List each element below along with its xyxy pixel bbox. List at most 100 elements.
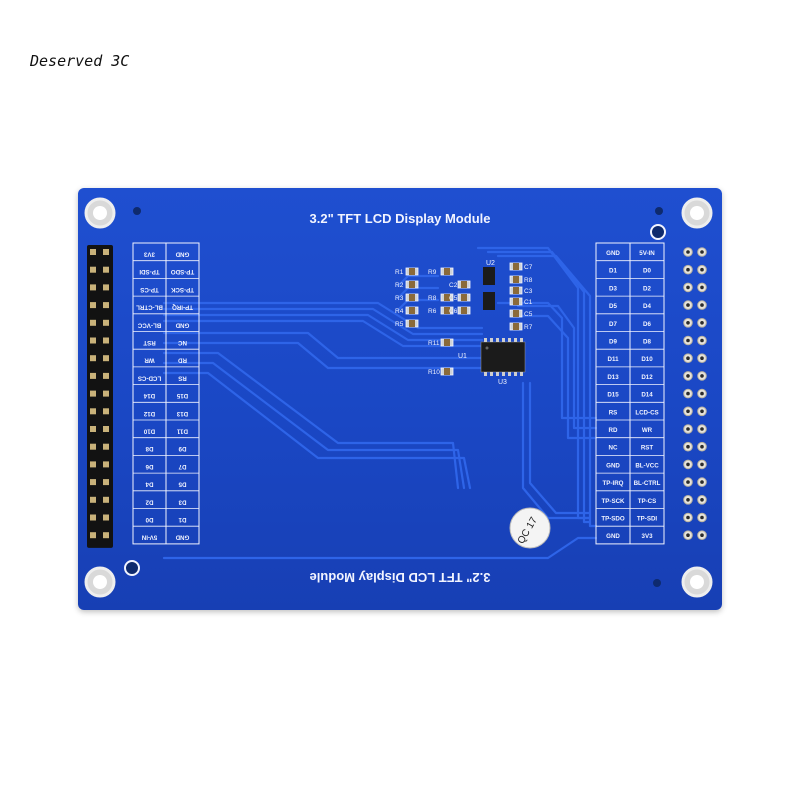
right-pin-label: BL-CTRL — [634, 480, 661, 487]
right-pin-label: RD — [609, 427, 618, 434]
right-pin-label: D3 — [609, 285, 617, 292]
smd-part-label: R8 — [524, 277, 533, 284]
mounting-holes — [84, 197, 713, 598]
smd-part-label: R8 — [428, 295, 437, 302]
left-pin-label: RST — [143, 339, 156, 346]
left-header-pin — [103, 372, 109, 379]
pcb-trace — [162, 341, 484, 370]
left-header-pin — [103, 479, 109, 486]
board-title-top: 3.2" TFT LCD Display Module — [310, 211, 491, 226]
left-pin-label: NC — [178, 339, 187, 346]
left-pin-label: D14 — [143, 392, 155, 399]
chip-u1 — [480, 338, 526, 376]
right-pin-label: D8 — [643, 339, 651, 346]
pcb-artwork: 3.2" TFT LCD Display Module 3.2" TFT LCD… — [84, 197, 713, 598]
left-pin-label: D8 — [145, 445, 153, 452]
left-header-pin — [103, 302, 109, 309]
right-pin-label: D2 — [643, 285, 651, 292]
right-pin-header — [683, 247, 707, 541]
smd-part-label: R3 — [395, 295, 404, 302]
left-pin-label: D6 — [145, 463, 153, 470]
smd-part-label: R7 — [524, 324, 533, 331]
left-pin-label: D4 — [145, 481, 153, 488]
chip-label-u3: U3 — [498, 379, 507, 386]
pcb-trace — [528, 381, 592, 515]
smd-part-label: C1 — [524, 299, 533, 306]
right-pin-label: TP-SDI — [637, 516, 658, 523]
smd-part-label: C6 — [449, 308, 458, 315]
right-pin-label: NC — [609, 445, 618, 452]
left-pin-labels: 3V3TP-SDITP-CSBL-CTRLBL-VCCRSTWRLCD-CSD1… — [132, 242, 200, 545]
smd-part-label: C5 — [449, 295, 458, 302]
left-pin-label: D9 — [178, 445, 186, 452]
pcb-trace — [516, 304, 598, 430]
pcb-trace — [516, 314, 598, 440]
left-pin-label: D2 — [145, 498, 153, 505]
right-pin-label: D13 — [607, 374, 619, 381]
left-header-pin — [103, 319, 109, 326]
left-pin-label: BL-CTRL — [136, 304, 163, 311]
left-pin-label: TP-SCK — [170, 286, 194, 293]
pcb-trace — [162, 307, 484, 336]
right-pin-label: D12 — [641, 374, 653, 381]
left-header-pin — [90, 532, 96, 539]
right-pin-label: D7 — [609, 321, 617, 328]
left-pin-label: D5 — [178, 481, 186, 488]
left-header-pin — [103, 461, 109, 468]
right-pin-label: TP-SCK — [601, 498, 625, 505]
pcb-trace — [162, 371, 472, 490]
qc-sticker: QC 17 — [509, 507, 551, 549]
left-pin-label: TP-SDI — [139, 268, 160, 275]
left-header-pin — [90, 514, 96, 521]
left-pin-label: D11 — [176, 428, 188, 435]
left-header-pin — [90, 266, 96, 273]
left-pin-label: 3V3 — [143, 251, 155, 258]
right-pin-label: D0 — [643, 268, 651, 275]
left-header-pin — [90, 479, 96, 486]
left-header-pin — [103, 284, 109, 291]
left-pin-label: RS — [178, 374, 187, 381]
left-header-pin — [103, 443, 109, 450]
left-header-pin — [90, 372, 96, 379]
left-pin-label: 5V-IN — [141, 534, 157, 541]
left-header-pin — [90, 284, 96, 291]
pcb-trace — [162, 536, 598, 560]
right-pin-label: D10 — [641, 356, 653, 363]
pcb-trace — [496, 254, 598, 528]
board-title-bottom: 3.2" TFT LCD Display Module — [310, 570, 491, 585]
chip-u1-pins — [484, 338, 523, 376]
left-pin-label: GND — [175, 534, 189, 541]
right-pin-label: RST — [641, 445, 654, 452]
right-pin-label: D1 — [609, 268, 617, 275]
right-pin-label: GND — [606, 462, 620, 469]
left-header-pin — [103, 355, 109, 362]
fiducial-bottom-right — [653, 579, 661, 587]
left-pin-label: D10 — [143, 428, 155, 435]
right-pin-label: D14 — [641, 392, 653, 399]
left-header-pin — [90, 443, 96, 450]
left-pin-header — [87, 245, 113, 548]
left-header-pin — [90, 337, 96, 344]
left-header-pin — [90, 461, 96, 468]
pcb-board: 3.2" TFT LCD Display Module 3.2" TFT LCD… — [78, 188, 722, 610]
left-header-pin — [103, 496, 109, 503]
left-pin-label: TP-SDO — [171, 268, 195, 275]
smd-part-label: C2 — [449, 282, 458, 289]
left-pin-label: GND — [175, 251, 189, 258]
smd-part-label: R9 — [428, 269, 437, 276]
left-pin-label: D7 — [178, 463, 186, 470]
smd-part-label: C3 — [524, 288, 533, 295]
pcb-trace — [486, 250, 592, 524]
right-pin-label: D15 — [607, 392, 619, 399]
chip-label-u1: U1 — [458, 353, 467, 360]
smd-part-label: R6 — [428, 308, 437, 315]
pcb-trace — [162, 331, 484, 360]
right-pin-label: 5V-IN — [639, 250, 655, 257]
left-header-pin — [103, 426, 109, 432]
left-pin-label: RD — [178, 357, 187, 364]
right-pin-labels: GNDD1D3D5D7D9D11D13D15RSRDNCGNDTP-IRQTP-… — [595, 242, 665, 545]
right-pin-label: GND — [606, 533, 620, 540]
right-pin-label: D11 — [607, 356, 619, 363]
fiducial-bottom-left — [124, 560, 140, 576]
